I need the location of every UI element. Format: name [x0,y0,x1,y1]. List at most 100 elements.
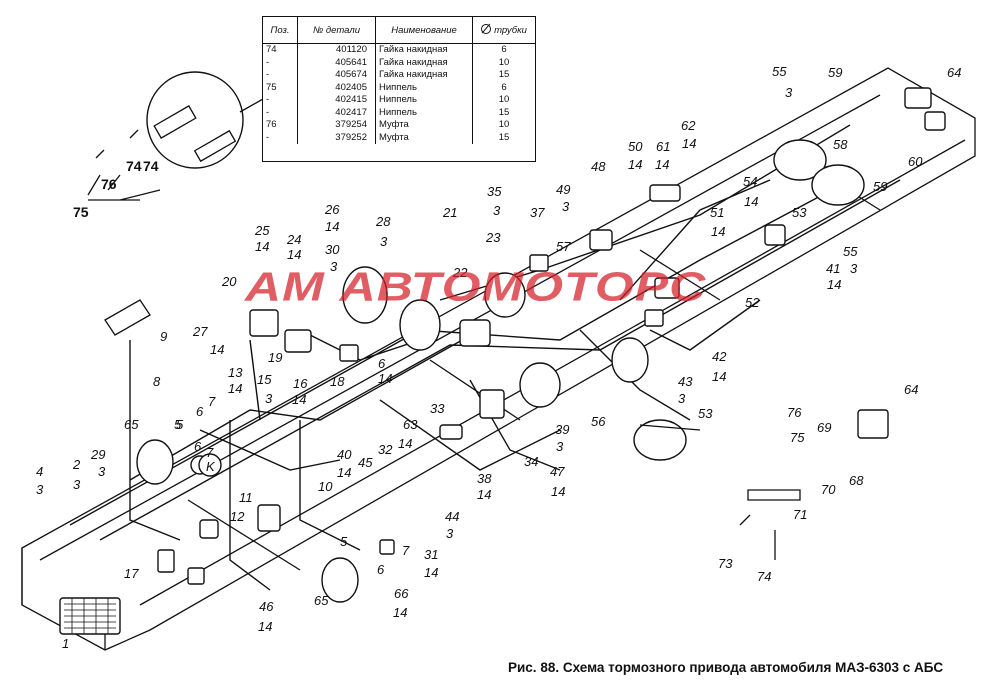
callout-label: 40 [337,447,352,462]
callout-label: 45 [358,455,373,470]
callout-label: 11 [239,490,253,505]
callout-label: 12 [230,509,245,524]
callout-label: 6 [377,562,385,577]
col-diameter: трубки [472,17,535,44]
callout-label: 14 [378,371,393,386]
figure-caption: Рис. 88. Схема тормозного привода автомо… [508,660,944,675]
callout-label: 32 [378,442,393,457]
col-part-number: № детали [297,17,376,44]
callout-label: 3 [678,391,686,406]
callout-label: 27 [193,324,208,339]
callout-label: 23 [486,230,501,245]
callout-label: 6 [194,439,202,454]
watermark: АМ АВТОМОТОРС [245,263,707,310]
callout-label: 33 [430,401,445,416]
callout-label: 14 [210,342,225,357]
callout-label: 3 [265,391,273,406]
callout-label: 14 [712,369,727,384]
callout-label: 37 [530,205,545,220]
callout-label: 65 [124,417,139,432]
callout-label: 56 [591,414,606,429]
callout-label: 66 [394,586,409,601]
callout-label: 7 [402,543,410,558]
callout-label: 61 [656,139,671,154]
callout-label: 39 [555,422,570,437]
callout-label: 3 [446,526,454,541]
callout-label: 68 [849,473,864,488]
callout-label: 24 [287,232,302,247]
callout-label: 14 [393,605,408,620]
callout-label: 47 [550,464,565,479]
callout-label: 29 [91,447,106,462]
callout-label: 3 [98,464,106,479]
callout-label: 2 [73,457,81,472]
callout-label: 10 [318,479,333,494]
callout-label: 52 [745,295,760,310]
callout-label: 9 [160,329,168,344]
diameter-icon [481,24,492,34]
callout-label: 3 [36,482,44,497]
callout-label: 14 [292,392,307,407]
callout-label: 14 [655,157,670,172]
callout-label: 7 [206,445,214,460]
callout-label: 73 [718,556,733,571]
callout-label: 65 [314,593,329,608]
callout-label: 64 [947,65,962,80]
callout-label: 34 [524,454,539,469]
callout-label: 14 [424,565,439,580]
callout-label: 54 [743,174,758,189]
callout-label: 28 [376,214,391,229]
callout-label: 63 [403,417,418,432]
callout-label: 70 [821,482,836,497]
callout-label: 14 [325,219,340,234]
callout-label: 3 [850,261,858,276]
callout-label: 3 [380,234,388,249]
callout-label: 69 [817,420,832,435]
callout-label: 3 [73,477,81,492]
callout-label: 46 [259,599,274,614]
callout-label: 30 [325,242,340,257]
callout-label: 14 [398,436,413,451]
callout-label: 4 [36,464,44,479]
callout-label: 42 [712,349,727,364]
inset-label: 74 [143,158,159,174]
callout-label: 58 [833,137,848,152]
callout-label: 17 [124,566,139,581]
callout-label: 22 [453,265,468,280]
callout-label: 14 [711,224,726,239]
callout-label: 49 [556,182,571,197]
callout-label: 6 [196,404,204,419]
callout-label: 19 [268,350,283,365]
callout-label: 50 [628,139,643,154]
callout-label: 59 [873,179,888,194]
callout-label: 20 [222,274,237,289]
callout-label: 3 [330,259,338,274]
callout-label: 14 [477,487,492,502]
callout-label: 8 [153,374,161,389]
callout-label: 59 [828,65,843,80]
callout-label: 18 [330,374,345,389]
callout-label: 55 [772,64,787,79]
callout-label: 41 [826,261,841,276]
callout-label: 38 [477,471,492,486]
callout-label: 14 [228,381,243,396]
callout-label: 14 [628,157,643,172]
inset-label: 74 [126,158,142,174]
callout-label: K [206,459,215,474]
callout-label: 31 [424,547,439,562]
callout-label: 1 [62,636,70,651]
callout-label: 35 [487,184,502,199]
callout-label: 53 [698,406,713,421]
callout-label: 57 [556,239,571,254]
callout-label: 14 [551,484,566,499]
callout-label: 5 [176,417,184,432]
